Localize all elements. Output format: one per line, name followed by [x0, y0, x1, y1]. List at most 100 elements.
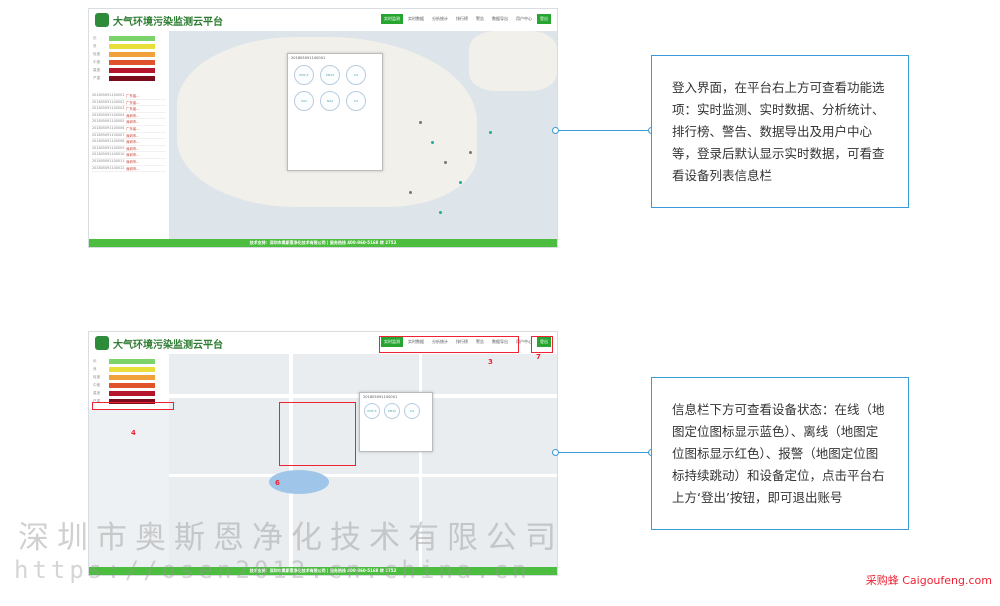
- legend-bar: [109, 390, 155, 396]
- nav-user-center[interactable]: 用户中心: [516, 339, 532, 344]
- road: [169, 474, 557, 477]
- site-credit: 采购蜂 Caigoufeng.com: [865, 574, 992, 587]
- callout-connector: [552, 449, 655, 456]
- reading-circle: CO: [404, 403, 420, 419]
- device-marker-icon[interactable]: [459, 181, 462, 184]
- nav-user-center[interactable]: 用户中心: [516, 16, 532, 21]
- china-map[interactable]: 201805091100001 PM2.5 PM10 CO SO2 NO2 O3: [169, 31, 557, 239]
- device-popup: 201805091100001 PM2.5 PM10 CO SO2 NO2 O3: [287, 53, 383, 171]
- legend-bar: [109, 51, 155, 57]
- legend-bar: [109, 382, 155, 388]
- nav-ranking[interactable]: 排行榜: [456, 16, 468, 21]
- nav-analysis[interactable]: 分析统计: [432, 339, 448, 344]
- annotation-number: 7: [536, 353, 541, 361]
- legend-bar: [109, 43, 155, 49]
- app-header: 大气环境污染监测云平台 实时监测 实时数据 分析统计 排行榜 警告 数据导出 用…: [89, 9, 557, 32]
- reading-circle: NO2: [320, 91, 340, 111]
- legend-bar: [109, 358, 155, 364]
- logout-button[interactable]: 登出: [537, 337, 551, 347]
- device-marker-icon[interactable]: [444, 161, 447, 164]
- popup-title: 201805091100001: [363, 395, 398, 399]
- callout-box-login: 登入界面，在平台右上方可查看功能选项：实时监测、实时数据、分析统计、排行榜、警告…: [651, 55, 909, 208]
- landmass: [469, 31, 557, 91]
- nav-export[interactable]: 数据导出: [492, 339, 508, 344]
- logo-icon: [95, 336, 109, 350]
- popup-readings: PM2.5 PM10 CO: [360, 401, 432, 421]
- nav-realtime-data[interactable]: 实时数据: [408, 339, 424, 344]
- reading-circle: PM10: [384, 403, 400, 419]
- watermark-url: https://osen2012.cn.china.cn: [14, 556, 531, 584]
- app-footer: 技术支持：深圳市奥斯恩净化技术有限公司 | 服务热线 400-860-5168 …: [89, 239, 557, 247]
- road: [289, 354, 293, 567]
- highlight-logout: [531, 336, 553, 353]
- callout-text: 登入界面，在平台右上方可查看功能选项：实时监测、实时数据、分析统计、排行榜、警告…: [672, 79, 885, 183]
- legend-bar: [109, 398, 155, 404]
- nav-alarm[interactable]: 警告: [476, 339, 484, 344]
- callout-connector: [552, 127, 655, 134]
- highlight-popup: [279, 402, 356, 466]
- logout-button[interactable]: 登出: [537, 14, 551, 24]
- app-footer: 技术支持：深圳市奥斯恩净化技术有限公司 | 服务热线 400-860-5168 …: [89, 567, 557, 575]
- aqi-legend: 优 良 轻度 中度 重度 严重: [89, 354, 169, 408]
- nav-realtime-data[interactable]: 实时数据: [408, 16, 424, 21]
- reading-circle: SO2: [294, 91, 314, 111]
- highlight-status-tabs: [92, 402, 174, 410]
- top-nav: 实时监测 实时数据 分析统计 排行榜 警告 数据导出 用户中心 登出: [381, 14, 551, 24]
- legend-bar: [109, 35, 155, 41]
- reading-circle: CO: [346, 65, 366, 85]
- screenshot-device-status-view: 大气环境污染监测云平台 实时监测 实时数据 分析统计 排行榜 警告 数据导出 用…: [88, 331, 558, 576]
- nav-ranking[interactable]: 排行榜: [456, 339, 468, 344]
- app-title: 大气环境污染监测云平台: [113, 17, 223, 28]
- legend-bar: [109, 67, 155, 73]
- watermark-company: 深圳市奥斯恩净化技术有限公司: [18, 520, 564, 556]
- aqi-legend: 优 良 轻度 中度 重度 严重: [89, 31, 169, 85]
- callout-text: 信息栏下方可查看设备状态：在线（地图定位图标显示蓝色）、离线（地图定位图标显示红…: [672, 401, 885, 505]
- road: [419, 354, 422, 567]
- popup-title: 201805091100001: [291, 56, 326, 60]
- nav-realtime-monitor[interactable]: 实时监测: [381, 14, 403, 24]
- annotation-number: 3: [488, 358, 493, 366]
- popup-readings: PM2.5 PM10 CO SO2 NO2 O3: [288, 62, 382, 114]
- nav-analysis[interactable]: 分析统计: [432, 16, 448, 21]
- app-title: 大气环境污染监测云平台: [113, 340, 223, 351]
- screenshot-login-view: 大气环境污染监测云平台 实时监测 实时数据 分析统计 排行榜 警告 数据导出 用…: [88, 8, 558, 248]
- highlight-nav: [379, 336, 519, 353]
- device-popup: 201805091100001 PM2.5 PM10 CO: [359, 392, 433, 452]
- lake: [269, 470, 329, 494]
- device-marker-icon[interactable]: [409, 191, 412, 194]
- legend-bar: [109, 374, 155, 380]
- nav-export[interactable]: 数据导出: [492, 16, 508, 21]
- reading-circle: PM2.5: [294, 65, 314, 85]
- nav-alarm[interactable]: 警告: [476, 16, 484, 21]
- callout-box-status: 信息栏下方可查看设备状态：在线（地图定位图标显示蓝色）、离线（地图定位图标显示红…: [651, 377, 909, 530]
- annotation-number: 4: [131, 429, 136, 437]
- reading-circle: PM2.5: [364, 403, 380, 419]
- legend-bar: [109, 75, 155, 81]
- reading-circle: O3: [346, 91, 366, 111]
- street-map[interactable]: 201805091100001 PM2.5 PM10 CO: [169, 354, 557, 567]
- device-marker-icon[interactable]: [431, 141, 434, 144]
- legend-bar: [109, 59, 155, 65]
- device-marker-icon[interactable]: [489, 131, 492, 134]
- device-marker-icon[interactable]: [419, 121, 422, 124]
- device-marker-icon[interactable]: [469, 151, 472, 154]
- device-marker-icon[interactable]: [439, 211, 442, 214]
- device-sidebar: 优 良 轻度 中度 重度 严重: [89, 354, 170, 409]
- reading-circle: PM10: [320, 65, 340, 85]
- legend-bar: [109, 366, 155, 372]
- nav-realtime-monitor[interactable]: 实时监测: [381, 337, 403, 347]
